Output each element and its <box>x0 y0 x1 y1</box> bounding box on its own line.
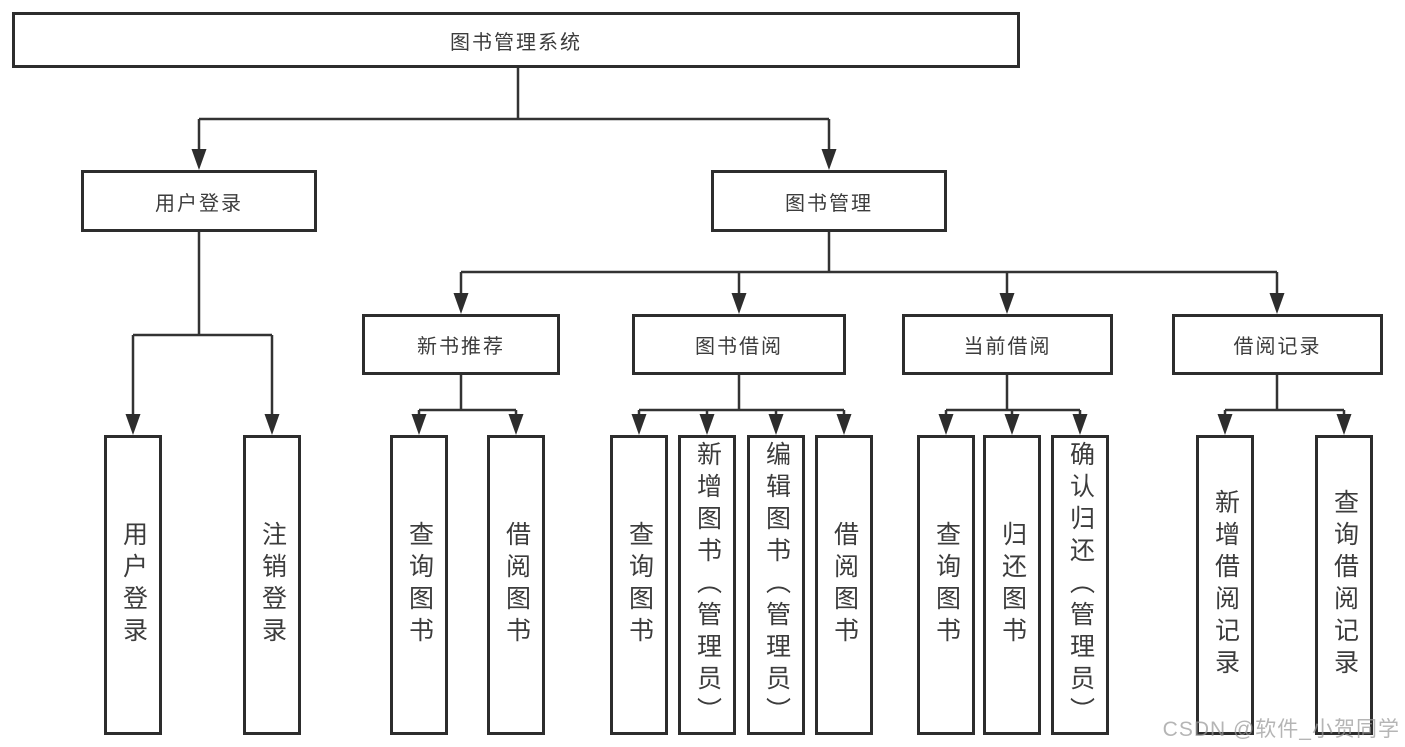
node-book-borrow: 图书借阅 <box>632 314 846 375</box>
arrow-down-icon <box>1072 414 1088 435</box>
leaf-query-books-borrow: 查询图书 <box>610 435 668 735</box>
leaf-edit-books-admin: 编辑图书（管理员） <box>747 435 805 735</box>
arrow-down-icon <box>1217 414 1233 435</box>
arrow-down-icon <box>731 293 747 314</box>
arrow-down-icon <box>938 414 954 435</box>
leaf-return-books: 归还图书 <box>983 435 1041 735</box>
arrow-down-icon <box>453 293 469 314</box>
arrow-down-icon <box>411 414 427 435</box>
leaf-borrow-books-recommend: 借阅图书 <box>487 435 545 735</box>
arrow-down-icon <box>1336 414 1352 435</box>
arrow-down-icon <box>821 149 837 170</box>
leaf-add-borrow-record: 新增借阅记录 <box>1196 435 1254 735</box>
arrow-down-icon <box>699 414 715 435</box>
arrow-down-icon <box>768 414 784 435</box>
node-new-book-recommend: 新书推荐 <box>362 314 560 375</box>
arrow-down-icon <box>191 149 207 170</box>
node-root-library-system: 图书管理系统 <box>12 12 1020 68</box>
leaf-confirm-return-admin: 确认归还（管理员） <box>1051 435 1109 735</box>
node-current-borrow: 当前借阅 <box>902 314 1113 375</box>
leaf-query-borrow-record: 查询借阅记录 <box>1315 435 1373 735</box>
arrow-down-icon <box>264 414 280 435</box>
arrow-down-icon <box>125 414 141 435</box>
leaf-query-books-current: 查询图书 <box>917 435 975 735</box>
leaf-logout: 注销登录 <box>243 435 301 735</box>
arrowheads <box>125 149 1352 435</box>
arrow-down-icon <box>1269 293 1285 314</box>
arrow-down-icon <box>999 293 1015 314</box>
arrow-down-icon <box>508 414 524 435</box>
arrow-down-icon <box>631 414 647 435</box>
node-borrow-record: 借阅记录 <box>1172 314 1383 375</box>
arrow-down-icon <box>836 414 852 435</box>
leaf-add-books-admin: 新增图书（管理员） <box>678 435 736 735</box>
node-book-management: 图书管理 <box>711 170 947 232</box>
leaf-borrow-books: 借阅图书 <box>815 435 873 735</box>
leaf-user-login: 用户登录 <box>104 435 162 735</box>
arrow-down-icon <box>1004 414 1020 435</box>
node-user-login: 用户登录 <box>81 170 317 232</box>
csdn-watermark: CSDN @软件_小贺同学 <box>1162 718 1400 741</box>
leaf-query-books-recommend: 查询图书 <box>390 435 448 735</box>
connector-segments <box>131 68 1346 415</box>
